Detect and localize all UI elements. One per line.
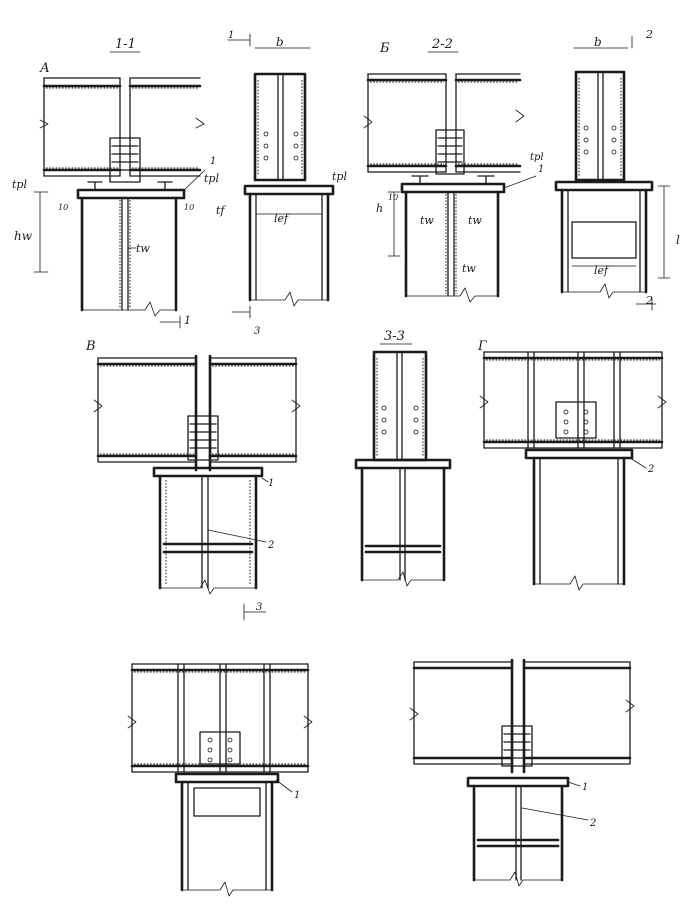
panel-a-column: [80, 196, 178, 317]
panel-a-section-mark-top: 1: [228, 30, 234, 41]
panel-d-ref1: 1: [294, 790, 300, 801]
panel-a-section-label: 1-1: [115, 37, 136, 52]
panel-e-ref2: 2: [589, 818, 596, 829]
panel-a-b-dim: b: [276, 35, 284, 49]
panel-a-left-beam: [39, 77, 122, 177]
panel-b-column: [404, 190, 500, 303]
panel-v-cap-plate: [152, 466, 264, 478]
panel-e-splice-plate: [501, 725, 533, 767]
panel-a-dim10-left: 10: [58, 203, 68, 212]
panel-v-left-beam: [93, 357, 198, 463]
panel-a-tpl-right: tpl: [204, 172, 219, 185]
panel-a-lef: lef: [274, 212, 290, 225]
panel-b-dim10: 10: [388, 193, 398, 202]
panel-v-section-label: 3-3: [384, 329, 405, 344]
panel-v-ref2: 2: [267, 540, 274, 551]
panel-v-section-view: 3-3: [354, 329, 452, 587]
panel-b-l: l: [676, 233, 680, 247]
panel-a-letter: А: [39, 61, 50, 76]
panel-g: Г 2: [477, 339, 667, 591]
panel-b-splice-plate: [435, 129, 465, 175]
panel-v-splice-plate: [187, 415, 219, 461]
panel-g-splice-plate: [555, 401, 597, 439]
panel-d-cap-plate: [174, 772, 280, 784]
panel-v-section-bolts: [381, 405, 419, 435]
panel-v-section-mark: 3: [256, 602, 262, 613]
panel-a-dim10-right: 10: [184, 203, 194, 212]
panel-b-left-beam: [363, 73, 448, 173]
panel-a-tpl-left: tpl: [12, 178, 27, 191]
panel-b-b-dim: b: [594, 35, 602, 49]
panel-a-section-view: 1 b lef tf tpl 3: [216, 30, 347, 337]
panel-d: 1: [127, 663, 313, 897]
panel-b-h: h: [376, 202, 383, 215]
panel-e-ref1: 1: [582, 782, 588, 793]
panel-b-ref1: 1: [538, 164, 544, 175]
panel-b-section-label: 2-2: [431, 37, 453, 52]
panel-v-column: [158, 474, 258, 595]
panel-a-dimensions: tpl hw 10 10 tw tpl 1 1: [12, 156, 219, 329]
panel-a-tpl-section: tpl: [332, 170, 347, 183]
panel-a-sect3: 3: [254, 326, 260, 337]
panel-b: Б 2-2 tw: [363, 37, 544, 303]
panel-v: В 1 2 3: [85, 339, 301, 621]
panel-a-tf: tf: [216, 204, 226, 217]
panel-a: А 1-1: [12, 37, 219, 329]
panel-b-section-view: b 2 lef l 2: [554, 28, 680, 311]
panel-b-section-mark-bottom: 2: [645, 294, 653, 307]
panel-e-cap-plate: [466, 776, 570, 788]
panel-v-letter: В: [85, 339, 96, 354]
panel-e: 1 2: [409, 658, 635, 887]
panel-g-ref2: 2: [647, 464, 654, 475]
panel-a-section-bolts: [263, 131, 299, 161]
panel-a-section-mark: 1: [184, 314, 191, 327]
panel-b-right-beam: [454, 73, 525, 173]
panel-a-splice-plate: [109, 137, 141, 183]
panel-g-cap-plate: [524, 448, 634, 460]
panel-b-section-mark-top: 2: [645, 28, 653, 41]
panel-d-splice-plate: [199, 731, 241, 765]
panel-b-cap-plate: [400, 182, 506, 194]
panel-g-letter: Г: [477, 339, 487, 354]
panel-b-tw-bottom: tw: [462, 262, 476, 275]
panel-v-ref1: 1: [268, 478, 274, 489]
panel-a-hw: hw: [14, 229, 33, 243]
panel-b-letter: Б: [379, 41, 390, 56]
panel-a-ref1-note: 1: [210, 156, 216, 167]
panel-b-tw-left: tw: [420, 214, 434, 227]
panel-b-tw-right: tw: [468, 214, 482, 227]
panel-a-tw: tw: [136, 242, 150, 255]
panel-v-right-beam: [208, 357, 301, 463]
panel-b-lef: lef: [594, 264, 610, 277]
panel-b-section-bolts: [583, 125, 617, 155]
panel-b-tpl: tpl: [530, 152, 544, 163]
panel-a-cap-plate: [76, 188, 186, 200]
panel-a-right-beam: [128, 77, 205, 177]
